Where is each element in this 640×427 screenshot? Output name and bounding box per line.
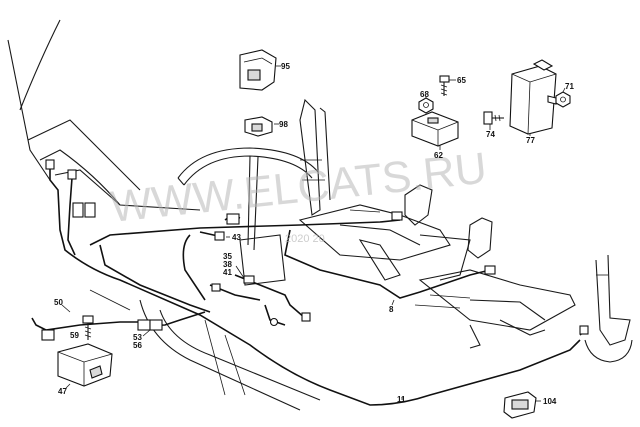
label-65: 65 (457, 76, 466, 85)
part-95-relay-bracket (239, 49, 277, 91)
label-43: 43 (232, 233, 241, 242)
label-59: 59 (70, 331, 79, 340)
label-98: 98 (279, 120, 288, 129)
steering-column (299, 98, 331, 216)
pedal-assembly-upper (298, 184, 471, 281)
steering-wheel (177, 147, 319, 286)
part-68-nut (418, 97, 434, 114)
label-56: 56 (133, 341, 142, 350)
connector-plug (45, 159, 55, 170)
part-104-switch (503, 391, 537, 419)
label-95: 95 (281, 62, 290, 71)
part-74-bolt (483, 111, 504, 125)
label-50: 50 (54, 298, 63, 307)
part-labels: 95 65 71 68 98 74 77 62 43 35 38 41 8 50… (54, 62, 574, 406)
watermark-text: WWW.ELCATS.RU (108, 144, 489, 232)
leader-lines (61, 65, 566, 402)
part-98-clip (244, 116, 273, 137)
label-77: 77 (526, 136, 535, 145)
harness-connectors (45, 159, 589, 335)
label-53: 53 (133, 333, 142, 342)
part-71-nut (555, 91, 571, 108)
pedal-assembly-lower (414, 217, 576, 349)
label-8: 8 (389, 305, 394, 314)
label-62: 62 (434, 151, 443, 160)
connector-plug (484, 265, 496, 275)
label-41: 41 (223, 268, 232, 277)
right-pillar (584, 254, 633, 363)
label-71: 71 (565, 82, 574, 91)
connector-plug (301, 312, 311, 322)
connector-plug (226, 213, 240, 225)
part-59-bolt (82, 315, 94, 340)
label-104: 104 (543, 397, 557, 406)
part-50-connector (41, 329, 55, 341)
connector-plug (72, 202, 84, 218)
label-11: 11 (397, 395, 406, 404)
part-47-module (57, 343, 113, 387)
connector-plug (214, 231, 225, 241)
part-65-screw (439, 75, 450, 96)
connector-plug (149, 319, 163, 331)
connector-plug (243, 275, 255, 284)
wiring-harness (31, 168, 586, 406)
connector-plug (67, 169, 77, 180)
ring-terminal (269, 317, 279, 327)
part-62-control-module (411, 111, 459, 147)
label-74: 74 (486, 130, 495, 139)
label-35: 35 (223, 252, 232, 261)
watermark-small-text: 2020 20 (285, 233, 325, 245)
connector-plug (137, 319, 151, 331)
connector-plug (211, 283, 221, 292)
label-47: 47 (58, 387, 67, 396)
connector-plug (391, 211, 403, 221)
connector-plug (579, 325, 589, 335)
connector-plug (84, 202, 96, 218)
label-68: 68 (420, 90, 429, 99)
label-38: 38 (223, 260, 232, 269)
part-77-control-unit (509, 59, 557, 135)
